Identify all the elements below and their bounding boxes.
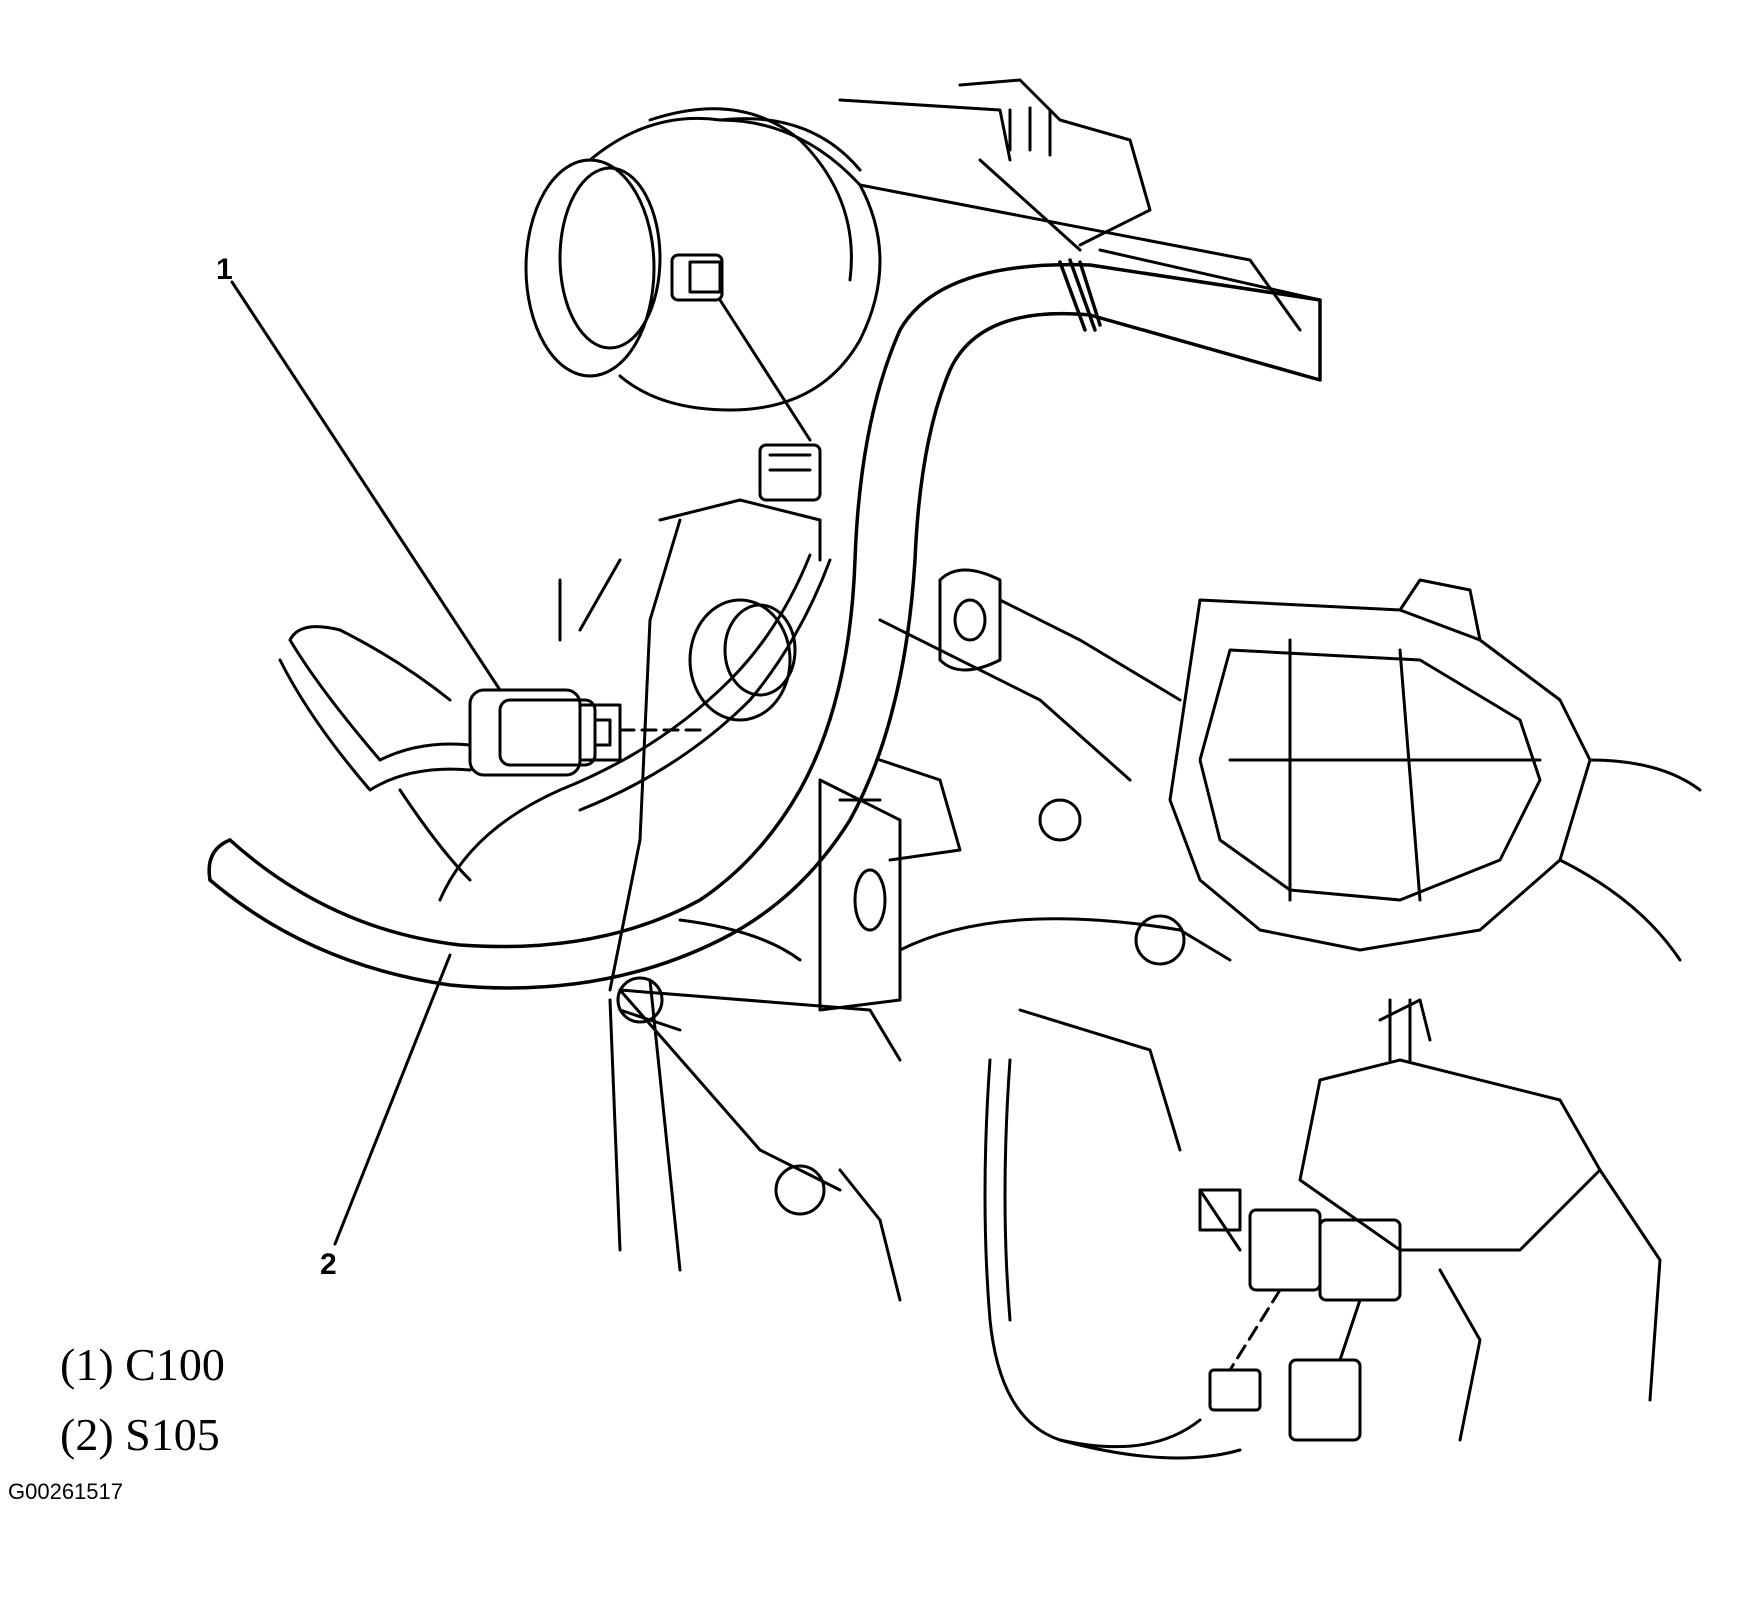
boot-sensor-connector bbox=[670, 253, 822, 502]
connector-c100-branch bbox=[278, 598, 797, 882]
callout-1: 1 bbox=[216, 253, 233, 286]
lower-harness-branch bbox=[438, 553, 1242, 1460]
figure-id: G00261517 bbox=[8, 1479, 123, 1504]
transmission-sensor bbox=[1208, 998, 1662, 1442]
leader-line-2 bbox=[333, 953, 452, 1246]
throttle-body bbox=[1168, 578, 1702, 962]
legend-item-c100: (1) C100 bbox=[60, 1339, 225, 1390]
engine-block bbox=[558, 498, 1242, 1302]
air-intake-boot bbox=[524, 78, 1322, 412]
leader-line-1 bbox=[230, 280, 502, 692]
legend-item-s105: (2) S105 bbox=[60, 1409, 220, 1460]
callout-2: 2 bbox=[320, 1248, 337, 1281]
main-harness bbox=[207, 258, 1322, 990]
